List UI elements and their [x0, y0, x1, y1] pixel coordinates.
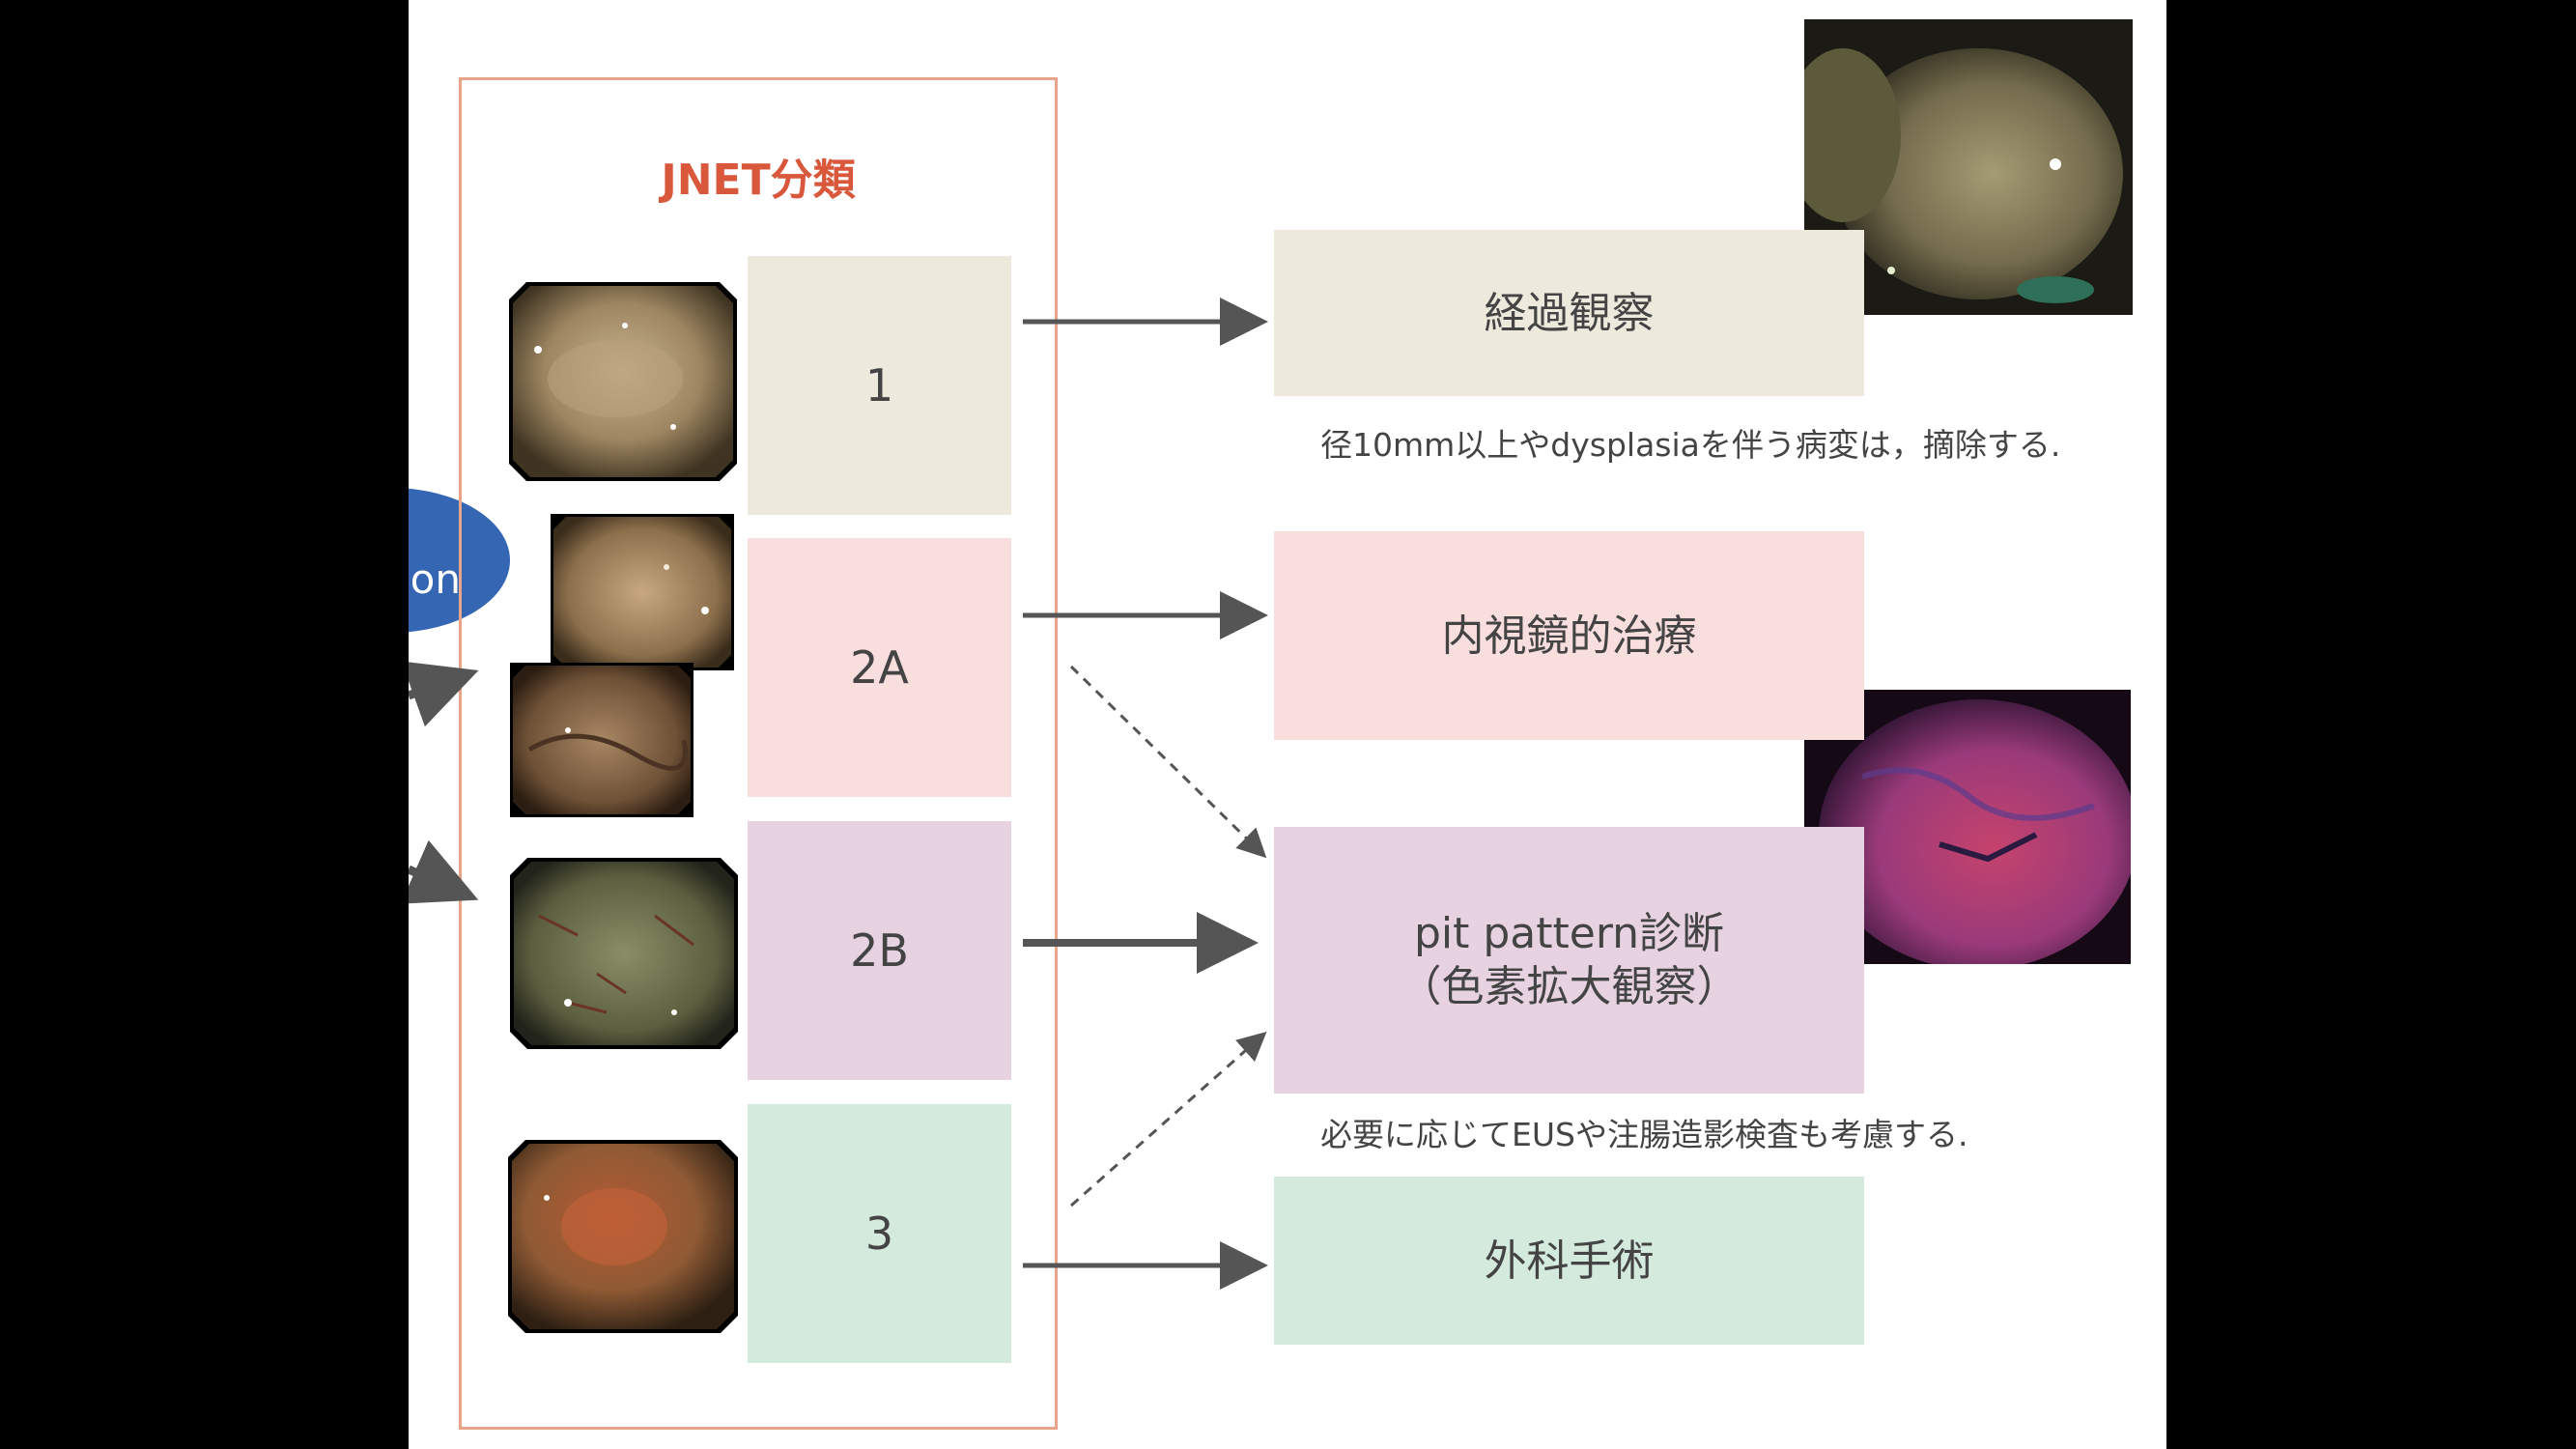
- endoscopy-image-category-3: [508, 1140, 738, 1333]
- category-box-3: 3: [748, 1104, 1011, 1363]
- endoscopy-image-category-2a-bottom: [510, 663, 694, 817]
- treatment-label: 内視鏡的治療: [1441, 611, 1697, 661]
- category-box-2b: 2B: [748, 821, 1011, 1080]
- dashed-arrow-3-to-pit-pattern: [1070, 1032, 1267, 1208]
- category-label: 2A: [850, 641, 909, 694]
- endoscopy-image-category-2a-top: [551, 514, 734, 670]
- category-label: 1: [864, 359, 894, 412]
- category-box-2a: 2A: [748, 538, 1011, 797]
- observation-note: 径10mm以上やdysplasiaを伴う病変は，摘除する.: [1320, 426, 2061, 464]
- treatment-box-surgery: 外科手術: [1274, 1177, 1864, 1345]
- category-label: 3: [864, 1208, 894, 1260]
- jnet-classification-frame: [459, 77, 1058, 1430]
- oval-label: ion: [409, 555, 461, 603]
- category-label: 2B: [850, 924, 909, 977]
- category-box-1: 1: [748, 256, 1011, 515]
- treatment-label: 経過観察: [1484, 288, 1655, 338]
- treatment-box-endoscopic: 内視鏡的治療: [1274, 531, 1864, 740]
- slide: ion JNET分類: [409, 0, 2166, 1449]
- treatment-box-observation: 経過観察: [1274, 230, 1864, 396]
- treatment-label: 外科手術: [1484, 1236, 1655, 1286]
- treatment-sublabel: （色素拡大観察）: [1399, 962, 1740, 1011]
- endoscopy-image-category-1: [509, 282, 737, 481]
- dashed-arrow-2a-to-pit-pattern: [1069, 665, 1267, 859]
- treatment-label: pit pattern診断: [1413, 909, 1725, 958]
- treatment-box-pit-pattern: pit pattern診断 （色素拡大観察）: [1274, 827, 1864, 1094]
- jnet-title: JNET分類: [661, 156, 856, 205]
- endoscopy-image-category-2b: [510, 858, 738, 1049]
- pit-pattern-note: 必要に応じてEUSや注腸造影検査も考慮する.: [1320, 1116, 1968, 1153]
